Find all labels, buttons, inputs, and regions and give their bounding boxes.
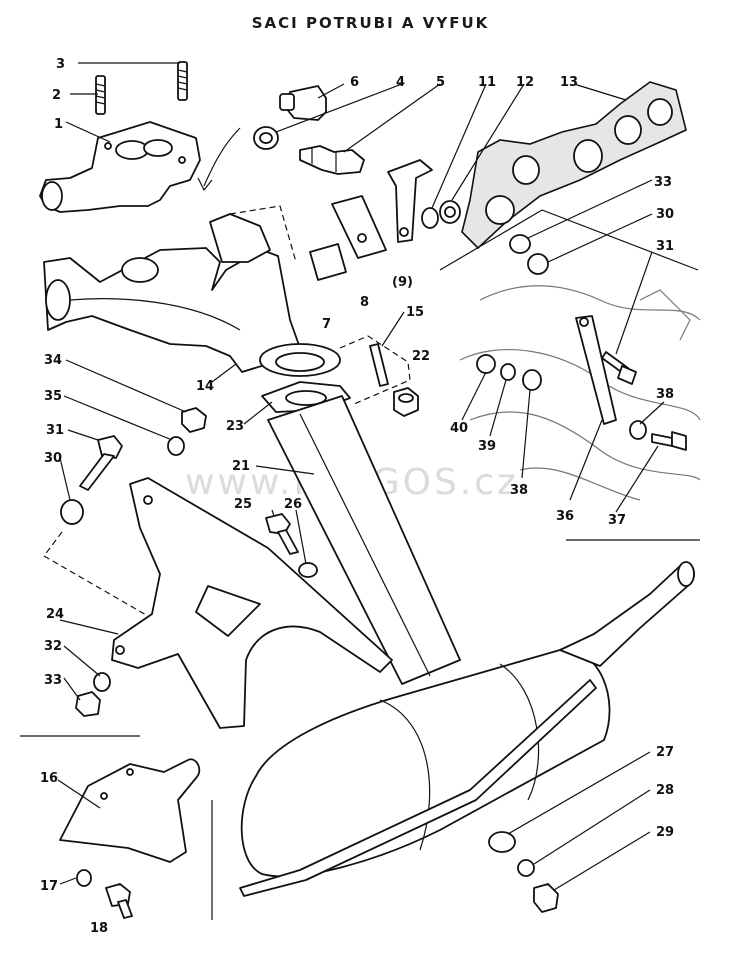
spring-washer-part-32 (93, 672, 111, 692)
part-number-labels: 3 2 1 6 4 5 11 12 13 7 8 (9) 33 30 31 15… (40, 57, 674, 936)
label-part-34: 34 (44, 353, 62, 368)
nut-part-22 (393, 387, 419, 417)
washer-part-26 (298, 562, 318, 578)
washer-part-27 (488, 831, 516, 853)
bolt-part-37 (651, 431, 687, 451)
hanger-part-16 (59, 758, 201, 863)
diagram-title: SACI POTRUBI A VYFUK (251, 14, 490, 32)
label-part-39: 39 (478, 439, 496, 454)
label-part-5: 5 (436, 75, 445, 90)
nut-part-29 (533, 883, 559, 913)
nut-part-40 (476, 354, 496, 374)
label-part-27: 27 (656, 745, 674, 760)
label-part-18: 18 (90, 921, 108, 936)
label-part-4: 4 (396, 75, 405, 90)
label-part-15: 15 (406, 305, 424, 320)
inset-border (439, 209, 699, 271)
nut-part-12 (439, 200, 461, 224)
nut-part-33-inset (509, 234, 531, 254)
fitting-part-5 (299, 145, 365, 175)
label-part-24: 24 (46, 607, 64, 622)
stud-part-15 (369, 343, 389, 387)
washer-part-38-inset (629, 420, 647, 440)
dashed-guide-3 (43, 531, 149, 617)
washer-part-11 (421, 207, 439, 229)
stud-part-2 (95, 75, 106, 115)
label-part-17: 17 (40, 879, 58, 894)
label-part-37: 37 (608, 513, 626, 528)
assembly-arrow-line (203, 127, 241, 187)
stay-bracket-part-36 (575, 315, 617, 425)
label-part-26: 26 (284, 497, 302, 512)
plate-part-7 (309, 243, 347, 281)
label-part-6: 6 (350, 75, 359, 90)
bolt-part-31-inset (601, 351, 637, 385)
manifold-gasket-part-13 (461, 81, 687, 250)
label-part-7: 7 (322, 317, 331, 332)
dashed-guide-2 (339, 335, 411, 405)
label-part-40: 40 (450, 421, 468, 436)
label-part-13: 13 (560, 75, 578, 90)
washer-part-38 (522, 369, 542, 391)
bolt-part-18 (105, 883, 133, 919)
bolt-part-25 (265, 513, 299, 555)
label-part-16: 16 (40, 771, 58, 786)
label-part-3: 3 (56, 57, 65, 72)
nut-part-34 (181, 407, 207, 433)
label-part-29: 29 (656, 825, 674, 840)
label-part-30-inset: 30 (656, 207, 674, 222)
stud-part-3 (177, 61, 188, 101)
spring-washer-part-17 (76, 869, 92, 887)
spring-washer-part-35 (167, 436, 185, 456)
label-part-12: 12 (516, 75, 534, 90)
muffler-silencer (239, 561, 695, 897)
assembly-arrow-head (197, 177, 213, 192)
label-part-35: 35 (44, 389, 62, 404)
support-bracket-part-24 (111, 477, 393, 729)
label-part-2: 2 (52, 88, 61, 103)
bolt-part-31 (79, 435, 123, 491)
label-part-23: 23 (226, 419, 244, 434)
washer-part-4 (253, 126, 279, 150)
washer-part-30-inset (527, 253, 549, 275)
label-part-28: 28 (656, 783, 674, 798)
label-part-32: 32 (44, 639, 62, 654)
label-part-33-inset: 33 (654, 175, 672, 190)
label-part-33: 33 (44, 673, 62, 688)
intake-manifold-part-1 (39, 121, 201, 213)
spring-washer-part-39 (500, 363, 516, 381)
label-part-36: 36 (556, 509, 574, 524)
downpipe-part-21 (267, 395, 461, 685)
label-part-9: (9) (392, 275, 413, 290)
label-part-30: 30 (44, 451, 62, 466)
label-part-11: 11 (478, 75, 496, 90)
label-part-31: 31 (46, 423, 64, 438)
label-part-14: 14 (196, 379, 214, 394)
leader-lines (57, 62, 665, 891)
label-part-38: 38 (510, 483, 528, 498)
exhaust-manifold-part-14 (43, 213, 341, 377)
label-part-21: 21 (232, 459, 250, 474)
label-part-1: 1 (54, 117, 63, 132)
label-part-38-inset: 38 (656, 387, 674, 402)
label-part-22: 22 (412, 349, 430, 364)
spring-washer-part-28 (517, 859, 535, 877)
label-part-31-inset: 31 (656, 239, 674, 254)
bracket-part-9 (387, 159, 433, 243)
nut-part-33 (75, 691, 101, 717)
washer-part-30 (60, 499, 84, 525)
label-part-25: 25 (234, 497, 252, 512)
dashed-guide (229, 205, 297, 263)
plug-part-6 (279, 85, 327, 121)
label-part-8: 8 (360, 295, 369, 310)
bracket-part-8 (331, 195, 387, 259)
